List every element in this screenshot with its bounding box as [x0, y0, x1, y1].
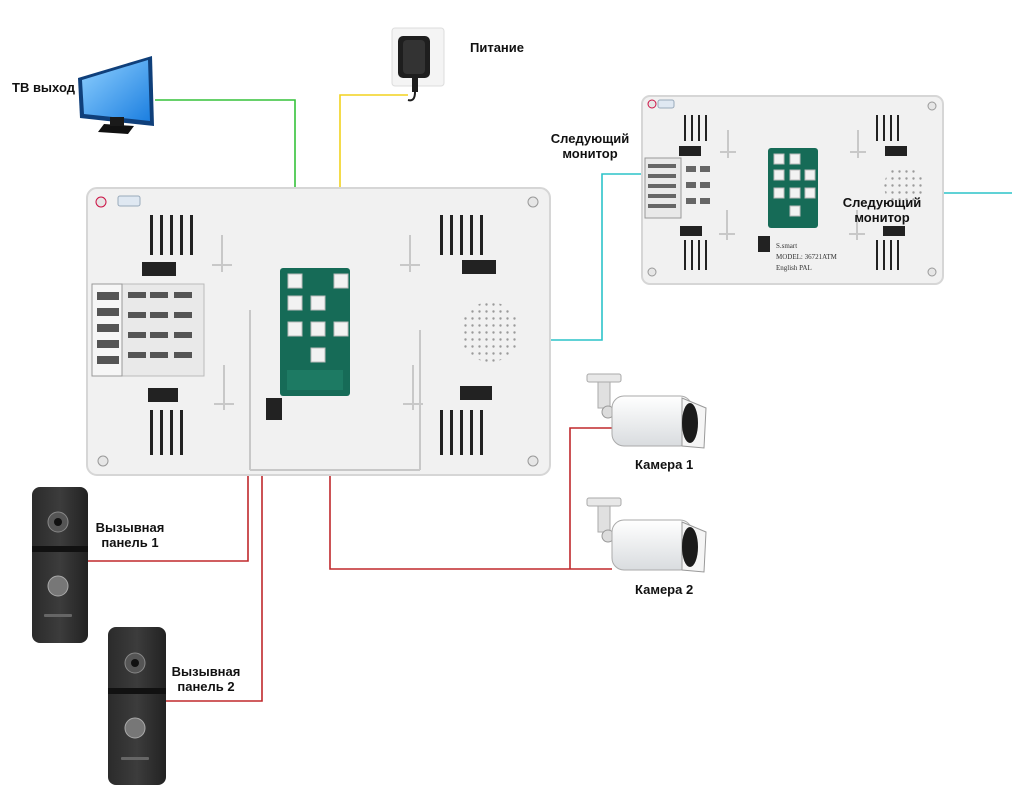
next-monitor-label-left: Следующий монитор [540, 131, 640, 161]
next-monitor-left-line2: монитор [562, 146, 618, 161]
sticker-model: MODEL: 36721ATM [776, 253, 838, 261]
power-adapter-icon [391, 27, 445, 102]
main-monitor [86, 187, 551, 476]
next-monitor-left-line1: Следующий [550, 131, 630, 146]
tv-icon [78, 56, 154, 134]
call-panel2-label: Вызывная панель 2 [166, 664, 246, 694]
power-label: Питание [470, 40, 525, 55]
tv-output-label: ТВ выход [12, 80, 75, 95]
camera-icon-2 [586, 497, 707, 573]
call-panel1-label: Вызывная панель 1 [90, 520, 170, 550]
call-panel-icon-2 [108, 627, 166, 785]
camera1-wire [569, 427, 612, 569]
next-monitor-right-line1: Следующий [842, 195, 922, 210]
camera2-label: Камера 2 [635, 582, 694, 597]
next-monitor-right-line2: монитор [854, 210, 910, 225]
call-panel2-line2: панель 2 [177, 679, 235, 694]
call-panel2-line1: Вызывная [171, 664, 241, 679]
camera-icon-1 [586, 373, 707, 449]
call-panel1-line2: панель 1 [101, 535, 159, 550]
next-monitor-label-right: Следующий монитор [832, 195, 932, 225]
second-monitor: S.smart MODEL: 36721ATM English PAL [641, 95, 944, 285]
sticker-standard: English PAL [776, 264, 812, 272]
call-panel-icon-1 [32, 487, 88, 643]
call-panel1-line1: Вызывная [95, 520, 165, 535]
camera1-label: Камера 1 [635, 457, 694, 472]
sticker-brand: S.smart [776, 242, 797, 250]
